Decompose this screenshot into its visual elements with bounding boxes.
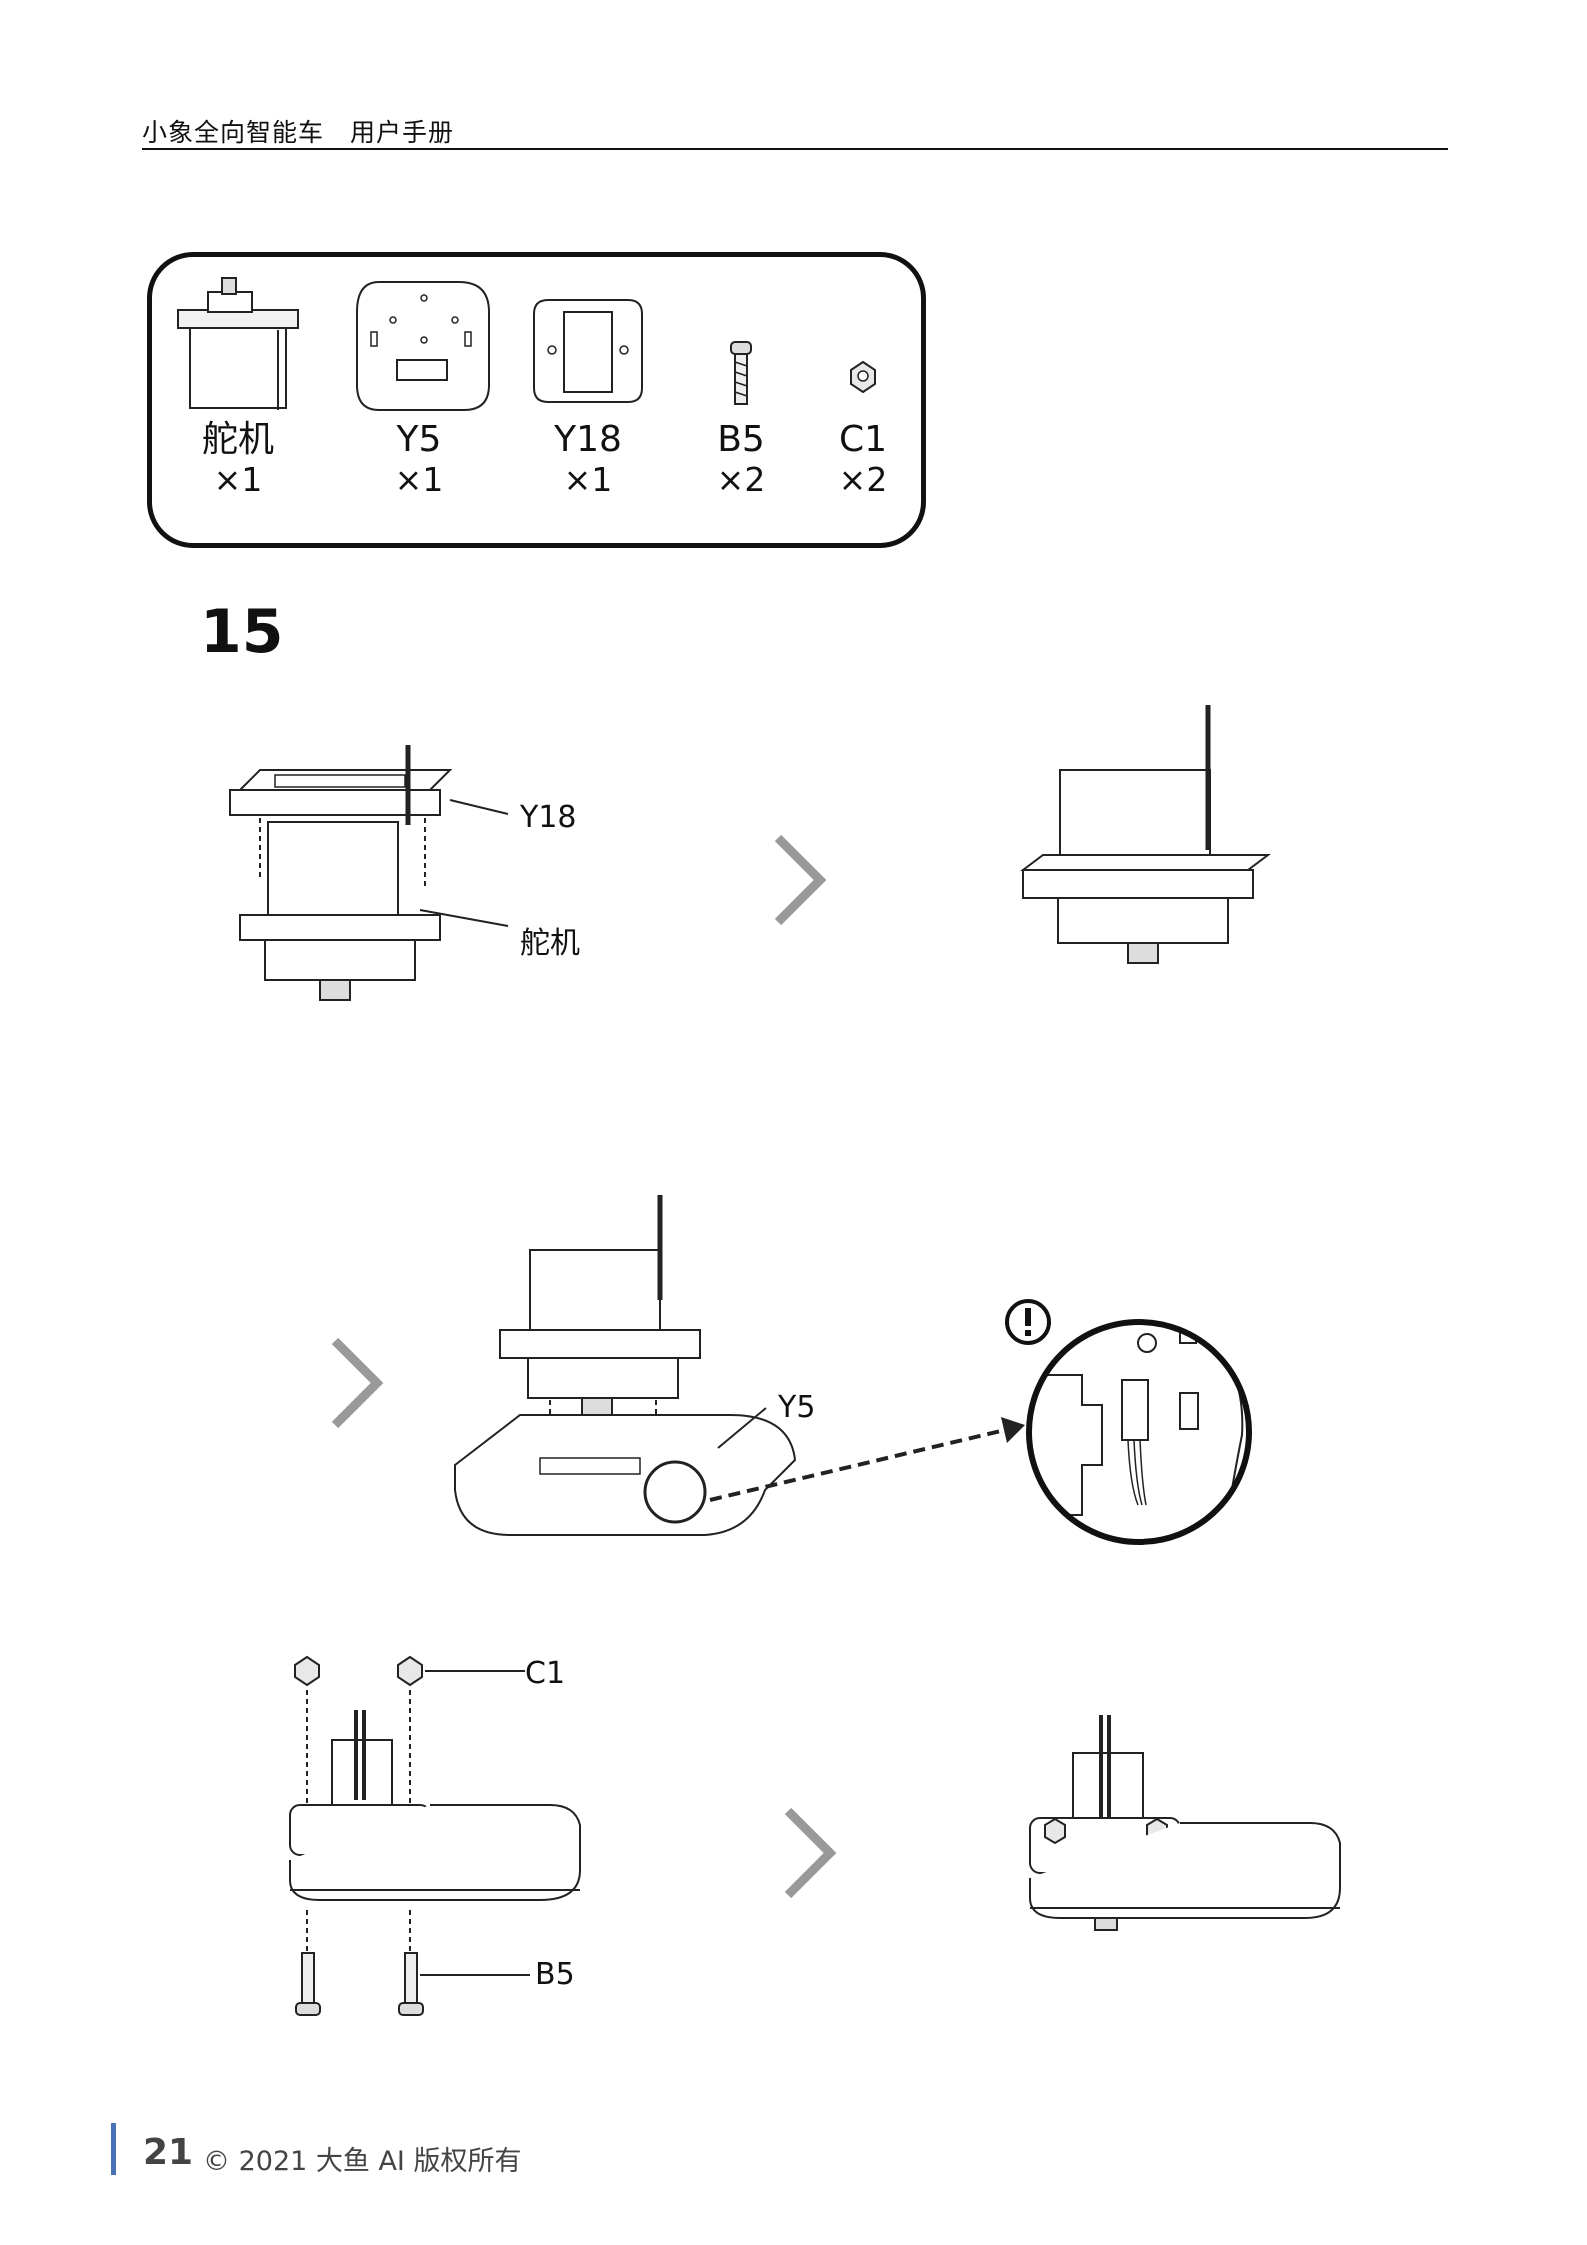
- footer-accent-bar: [111, 2123, 116, 2175]
- part-y5: Y5 ×1: [349, 270, 490, 500]
- nut-c1-icon: [850, 360, 876, 394]
- part-name: 舵机: [201, 419, 274, 460]
- callout-c1: C1: [525, 1656, 566, 1691]
- copyright-notice: © 2021 大鱼 AI 版权所有: [203, 2146, 522, 2177]
- step-number: 15: [200, 597, 284, 667]
- callout-y18: Y18: [520, 800, 577, 835]
- part-name: C1: [838, 419, 888, 460]
- plate-y5-icon: [356, 281, 490, 411]
- next-step-chevron-icon: [331, 1337, 384, 1429]
- fasten-screws-illustration: [289, 1655, 581, 2016]
- part-y18: Y18 ×1: [518, 270, 658, 500]
- callout-b5: B5: [535, 1957, 575, 1992]
- header-divider: [142, 148, 1448, 150]
- part-b5: B5 ×2: [671, 270, 811, 500]
- frame-y18-icon: [533, 299, 643, 403]
- callout-servo: 舵机: [520, 926, 580, 961]
- part-qty: ×1: [213, 460, 263, 499]
- page-number: 21: [143, 2132, 194, 2173]
- part-qty: ×2: [716, 460, 766, 499]
- detail-arrow: [709, 1417, 1025, 1502]
- next-step-chevron-icon: [774, 834, 827, 926]
- servo-on-plate-illustration: [454, 1195, 797, 1536]
- parts-list-box: [147, 252, 926, 548]
- servo-frame-assembled-illustration: [1020, 705, 1271, 964]
- final-assembly-illustration: [1029, 1715, 1341, 1931]
- part-servo: 舵机 ×1: [168, 270, 308, 500]
- callout-y5: Y5: [778, 1390, 816, 1425]
- manual-header-title: 小象全向智能车 用户手册: [142, 118, 455, 147]
- screw-b5-icon: [730, 341, 752, 405]
- part-name: Y5: [396, 419, 442, 460]
- servo-frame-insert-illustration: [229, 745, 509, 1001]
- part-qty: ×1: [394, 460, 444, 499]
- part-qty: ×1: [563, 460, 613, 499]
- next-step-chevron-icon: [784, 1807, 837, 1899]
- part-name: Y18: [554, 419, 622, 460]
- wire-routing-detail: [1026, 1319, 1252, 1545]
- part-c1: C1 ×2: [793, 270, 933, 500]
- servo-icon: [177, 277, 299, 410]
- part-qty: ×2: [838, 460, 888, 499]
- part-name: B5: [717, 419, 765, 460]
- warning-icon: [1005, 1299, 1051, 1345]
